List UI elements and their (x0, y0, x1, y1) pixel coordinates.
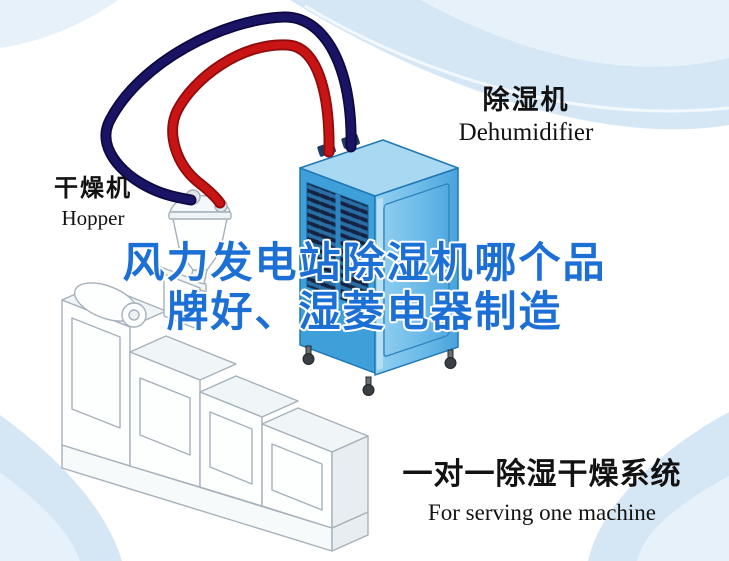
service-door (383, 183, 450, 357)
headline-line1: 风力发电站除湿机哪个品 (122, 239, 607, 286)
dehumidifier-label-cn: 除湿机 (482, 85, 570, 115)
dehumidifier-label-en: Dehumidifier (458, 119, 594, 146)
caster-wheels (302, 345, 457, 396)
caption-cn: 一对一除湿干燥系统 (402, 458, 682, 491)
caption-en: For serving one machine (427, 500, 657, 525)
dehumidifier-label: 除湿机 Dehumidifier (428, 78, 624, 147)
headline-line2: 牌好、湿菱电器制造 (166, 288, 563, 335)
door-handle (439, 251, 443, 270)
hopper-dryer-unit (157, 189, 232, 331)
extruder-machine (61, 282, 369, 552)
system-caption: 一对一除湿干燥系统 For serving one machine (372, 449, 712, 526)
spec-sticker (307, 308, 331, 332)
hopper-label-cn: 干燥机 (54, 175, 132, 202)
headline-title: 风力发电站除湿机哪个品 牌好、湿菱电器制造 (0, 238, 729, 336)
air-pipes (100, 11, 357, 209)
dehumidifier-unit (299, 133, 459, 396)
hopper-label: 干燥机 Hopper (30, 168, 156, 231)
hopper-label-en: Hopper (61, 206, 125, 230)
